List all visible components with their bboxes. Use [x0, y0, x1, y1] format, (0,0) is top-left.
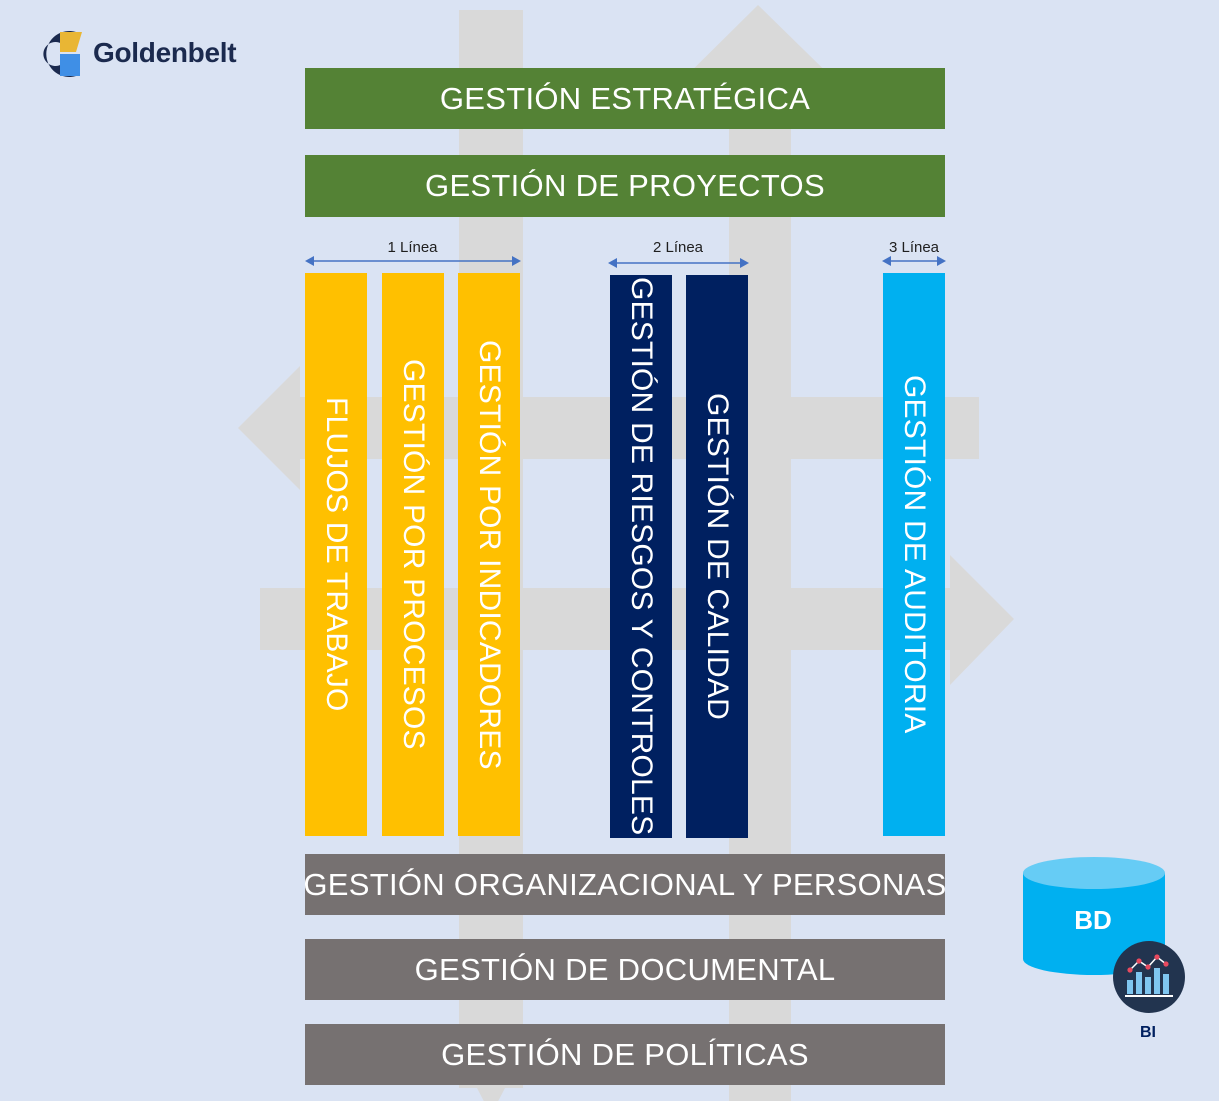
column-label: GESTIÓN DE CALIDAD — [701, 393, 734, 720]
line-label-1: 1 Línea — [387, 239, 438, 256]
bar-gestion-de-proyectos: GESTIÓN DE PROYECTOS — [305, 155, 945, 217]
column-gestion-por-procesos: GESTIÓN POR PROCESOS — [382, 273, 444, 836]
bar-label: GESTIÓN ORGANIZACIONAL Y PERSONAS — [303, 866, 947, 902]
bar-gestion-de-politicas: GESTIÓN DE POLÍTICAS — [305, 1024, 945, 1085]
bi-analytics-icon — [1113, 941, 1185, 1013]
column-gestion-de-riesgos-y-controles: GESTIÓN DE RIESGOS Y CONTROLES — [610, 275, 672, 838]
column-label: GESTIÓN POR PROCESOS — [397, 359, 430, 750]
column-label: GESTIÓN DE AUDITORIA — [898, 375, 931, 734]
line-label-3: 3 Línea — [888, 239, 940, 256]
goldenbelt-logo-icon — [43, 31, 82, 77]
column-label: GESTIÓN POR INDICADORES — [473, 339, 506, 770]
column-gestion-de-auditoria: GESTIÓN DE AUDITORIA — [883, 273, 945, 836]
bi-label: BI — [1140, 1024, 1156, 1041]
column-label: GESTIÓN DE RIESGOS Y CONTROLES — [625, 277, 658, 836]
column-gestion-por-indicadores: GESTIÓN POR INDICADORES — [458, 273, 520, 836]
bar-label: GESTIÓN DE POLÍTICAS — [441, 1036, 809, 1072]
column-gestion-de-calidad: GESTIÓN DE CALIDAD — [686, 275, 748, 838]
bar-gestion-estrategica: GESTIÓN ESTRATÉGICA — [305, 68, 945, 129]
bar-gestion-de-documental: GESTIÓN DE DOCUMENTAL — [305, 939, 945, 1000]
column-label: FLUJOS DE TRABAJO — [320, 397, 353, 712]
bar-gestion-organizacional-y-personas: GESTIÓN ORGANIZACIONAL Y PERSONAS — [303, 854, 947, 915]
brand-name: Goldenbelt — [93, 37, 237, 68]
line-2-double-arrow — [608, 258, 749, 268]
line-label-2: 2 Línea — [652, 239, 704, 256]
line-3-double-arrow — [882, 256, 946, 266]
bar-label: GESTIÓN DE DOCUMENTAL — [414, 951, 836, 987]
bar-label: GESTIÓN ESTRATÉGICA — [439, 80, 811, 116]
bar-label: GESTIÓN DE PROYECTOS — [425, 168, 825, 203]
database-label: BD — [1074, 905, 1112, 935]
column-flujos-de-trabajo: FLUJOS DE TRABAJO — [305, 273, 367, 836]
arrow-up-background — [664, 5, 853, 1101]
line-1-double-arrow — [305, 256, 521, 266]
